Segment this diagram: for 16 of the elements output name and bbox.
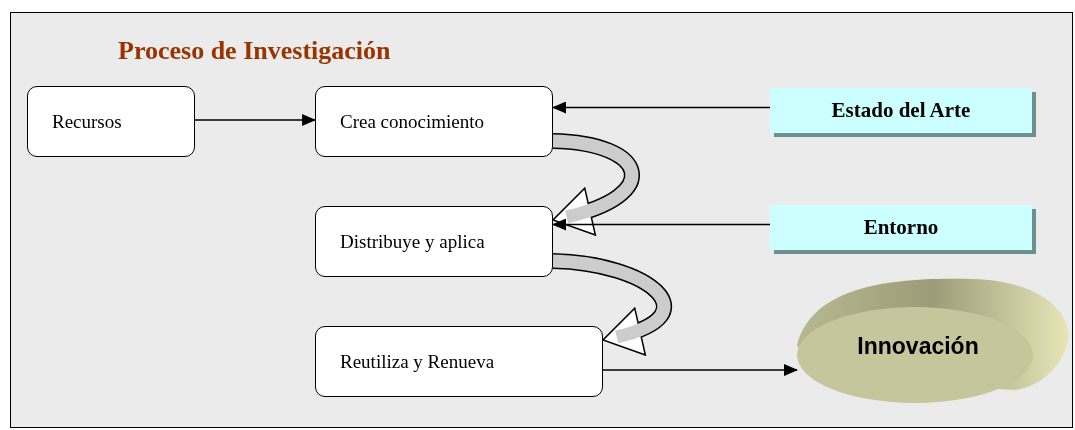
node-label: Recursos	[52, 110, 122, 133]
node-label: Innovación	[857, 332, 979, 360]
node-label: Crea conocimiento	[340, 110, 485, 133]
arrow	[194, 114, 316, 126]
process-box	[315, 326, 603, 397]
arrow	[552, 218, 771, 231]
arrow	[552, 101, 771, 114]
node-label: Reutiliza y Renueva	[340, 350, 495, 373]
node-label: Distribuye y aplica	[340, 230, 485, 253]
process-box	[27, 86, 195, 157]
diagram-title: Proceso de Investigación	[118, 36, 391, 66]
process-box	[315, 206, 553, 277]
node-label: Entorno	[863, 215, 939, 240]
process-box	[315, 86, 553, 157]
node-label: Estado del Arte	[831, 98, 971, 123]
arrow	[602, 364, 798, 376]
